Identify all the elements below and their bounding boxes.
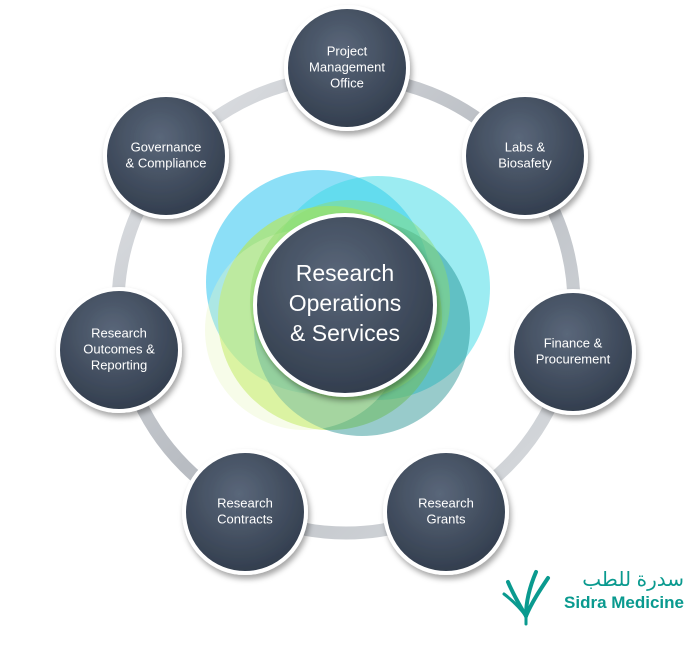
node-label-line: Office bbox=[330, 75, 364, 90]
node-label-line: Grants bbox=[426, 511, 466, 526]
node-label: Labs &Biosafety bbox=[498, 139, 552, 170]
node-circle bbox=[56, 287, 182, 413]
node-circle bbox=[182, 449, 308, 575]
node-circle bbox=[383, 449, 509, 575]
node-label-line: Governance bbox=[131, 139, 202, 154]
node-label: Governance& Compliance bbox=[126, 139, 207, 170]
node-labs-biosafety: Labs &Biosafety bbox=[462, 93, 588, 219]
node-label: Finance &Procurement bbox=[536, 335, 611, 366]
node-label-line: Research bbox=[418, 495, 474, 510]
logo-arabic-text: سدرة للطب bbox=[582, 569, 684, 591]
node-label-line: Contracts bbox=[217, 511, 273, 526]
sidra-medicine-logo: سدرة للطب Sidra Medicine bbox=[500, 556, 692, 628]
node-label-line: Reporting bbox=[91, 357, 147, 372]
node-label-line: Research bbox=[91, 325, 147, 340]
node-label-line: Labs & bbox=[505, 139, 546, 154]
node-circle bbox=[510, 289, 636, 415]
node-label-line: Finance & bbox=[544, 335, 603, 350]
node-label-line: Research bbox=[217, 495, 273, 510]
node-label-line: Management bbox=[309, 59, 385, 74]
center-label-line: Operations bbox=[289, 290, 402, 316]
node-label-line: Project bbox=[327, 43, 368, 58]
logo-english-text: Sidra Medicine bbox=[564, 593, 684, 612]
center-label-line: & Services bbox=[290, 320, 400, 346]
node-circle bbox=[462, 93, 588, 219]
node-circle bbox=[103, 93, 229, 219]
node-label-line: & Compliance bbox=[126, 155, 207, 170]
node-governance-compliance: Governance& Compliance bbox=[103, 93, 229, 219]
center-label-line: Research bbox=[296, 260, 394, 286]
node-label-line: Procurement bbox=[536, 351, 611, 366]
node-circle bbox=[284, 5, 410, 131]
logo-emblem-icon bbox=[502, 570, 550, 626]
node-finance-procurement: Finance &Procurement bbox=[510, 289, 636, 415]
node-label-line: Outcomes & bbox=[83, 341, 155, 356]
node-label-line: Biosafety bbox=[498, 155, 552, 170]
